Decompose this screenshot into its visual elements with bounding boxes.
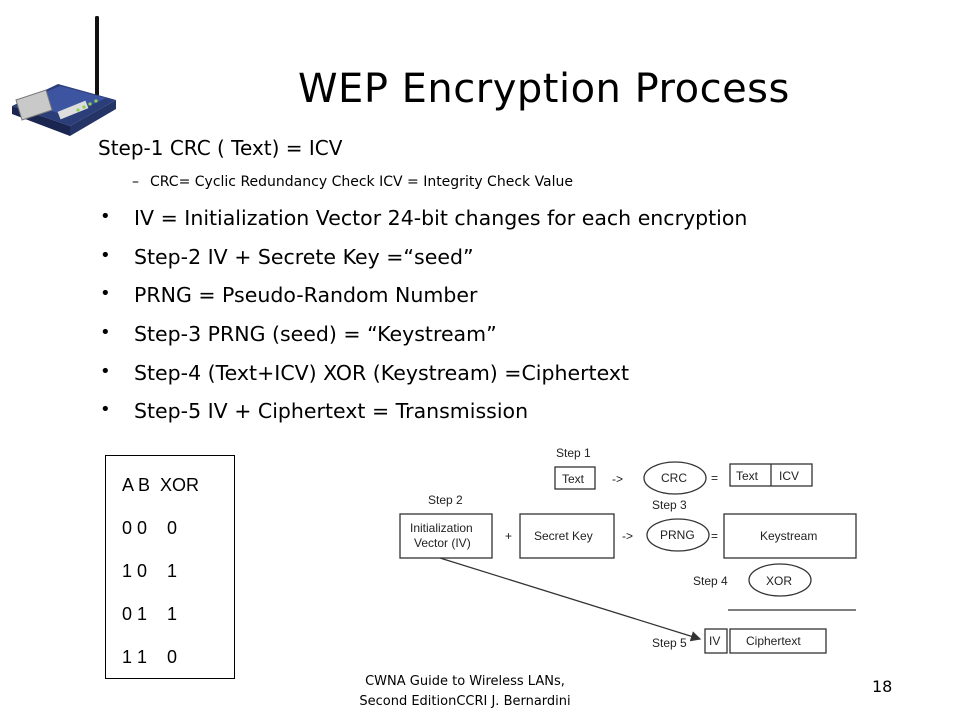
xor-circle [748, 563, 812, 597]
arrow-label: -> [622, 529, 633, 543]
xor-table-row: 1 0 1 [122, 561, 178, 581]
text-label: Text [562, 472, 585, 486]
keystream-label: Keystream [760, 529, 817, 543]
bullet-text: Step-4 (Text+ICV) XOR (Keystream) =Ciphe… [134, 360, 630, 385]
secret-key-label: Secret Key [534, 529, 593, 543]
slide-footer: CWNA Guide to Wireless LANs, Second Edit… [300, 672, 630, 712]
bullet-dot: • [100, 322, 111, 344]
equals-label: = [711, 529, 718, 543]
bullet-item: • Step-5 IV + Ciphertext = Transmission [100, 395, 747, 434]
equals-label: = [711, 471, 718, 485]
bullet-dot: • [100, 283, 111, 305]
crc-label: CRC [661, 471, 687, 485]
bullet-item: • Step-2 IV + Secrete Key =“seed” [100, 241, 747, 280]
xor-table-row: 0 1 1 [122, 604, 178, 624]
bullet-item: • IV = Initialization Vector 24-bit chang… [100, 202, 747, 241]
prng-circle [646, 518, 710, 552]
page-number: 18 [872, 677, 893, 696]
wireless-router-icon [12, 16, 116, 136]
step-1-heading: Step-1 CRC ( Text) = ICV [98, 136, 343, 160]
bullet-list: • IV = Initialization Vector 24-bit chang… [100, 202, 747, 434]
crc-definition: – CRC= Cyclic Redundancy Check ICV = Int… [132, 174, 574, 190]
bullet-dot: • [100, 399, 111, 421]
slide-title: WEP Encryption Process [298, 66, 790, 112]
step-2-label: Step 2 [428, 493, 463, 507]
ciphertext-box [729, 628, 827, 654]
sub-bullet-dash: – [132, 174, 139, 190]
arrow-label: -> [612, 472, 623, 486]
secret-key-box [519, 513, 615, 559]
xor-label: XOR [766, 574, 792, 588]
wep-process-diagram: Step 1 Text -> CRC = Text ICV Step 2 Ini… [399, 446, 857, 654]
iv-label-line2: Vector (IV) [414, 536, 471, 550]
bullet-item: • Step-3 PRNG (seed) = “Keystream” [100, 318, 747, 357]
prng-label: PRNG [660, 528, 695, 542]
keystream-box [723, 513, 857, 559]
footer-line-2: Second EditionCCRI J. Bernardini [359, 694, 571, 709]
step-1-label: Step 1 [556, 446, 591, 460]
iv-box [399, 513, 493, 559]
xor-table-row: 1 1 0 [122, 647, 178, 667]
text-field-label: Text [736, 469, 759, 483]
bullet-text: PRNG = Pseudo-Random Number [134, 283, 478, 308]
text-box [554, 466, 596, 490]
iv-output-label: IV [709, 634, 720, 648]
step-4-label: Step 4 [693, 574, 728, 588]
step-5-label: Step 5 [652, 636, 687, 650]
icv-label: ICV [779, 469, 799, 483]
bullet-item: • Step-4 (Text+ICV) XOR (Keystream) =Ciph… [100, 357, 747, 396]
xor-table-header: A B XOR [122, 475, 200, 495]
bullet-dot: • [100, 206, 111, 227]
bullet-text: Step-5 IV + Ciphertext = Transmission [134, 399, 529, 424]
ciphertext-label: Ciphertext [746, 634, 801, 648]
xor-table-row: 0 0 0 [122, 518, 178, 538]
step-3-label: Step 3 [652, 498, 687, 512]
bullet-dot: • [100, 360, 111, 382]
crc-definition-text: CRC= Cyclic Redundancy Check ICV = Integ… [150, 174, 574, 190]
bullet-text: Step-3 PRNG (seed) = “Keystream” [134, 322, 497, 347]
iv-label-line1: Initialization [410, 521, 473, 535]
crc-circle [643, 461, 707, 495]
bullet-dot: • [100, 244, 111, 266]
footer-line-1: CWNA Guide to Wireless LANs, [365, 674, 565, 689]
plus-label: + [505, 529, 512, 543]
bullet-text: IV = Initialization Vector 24-bit change… [134, 206, 748, 230]
xor-truth-table: A B XOR 0 0 0 1 0 1 0 1 1 1 1 0 [105, 455, 235, 679]
bullet-text: Step-2 IV + Secrete Key =“seed” [134, 244, 474, 269]
bullet-item: • PRNG = Pseudo-Random Number [100, 279, 747, 318]
iv-output-box [704, 628, 728, 654]
